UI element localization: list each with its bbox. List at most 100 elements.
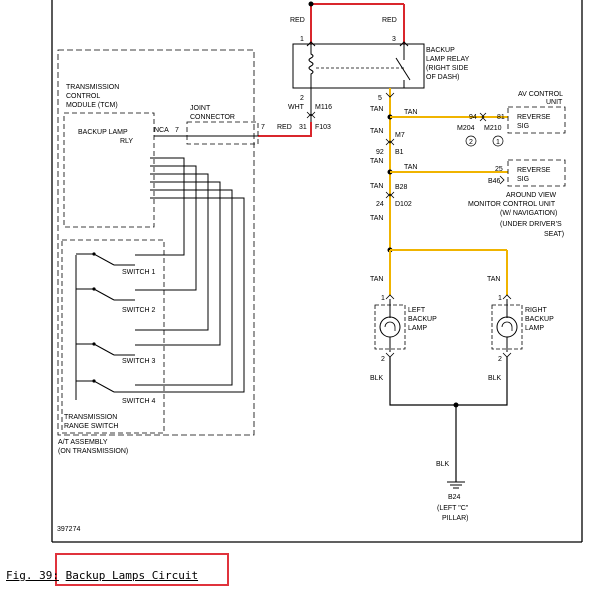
switch-3-label: SWITCH 3 xyxy=(122,358,156,365)
diagram-id: 397274 xyxy=(57,526,80,533)
avm-wire-color: TAN xyxy=(404,164,417,171)
transmission-range-switch: SWITCH 1 SWITCH 2 SWITCH 3 SWITCH 4 TRAN… xyxy=(61,239,165,434)
switch-2-label: SWITCH 2 xyxy=(122,307,156,314)
relay-box xyxy=(292,43,425,89)
left-lamp-bulb xyxy=(379,316,401,338)
relay-wire-top-left: RED xyxy=(290,17,305,24)
switch-3: SWITCH 3 xyxy=(76,342,156,365)
connector-m7: M7 xyxy=(395,132,405,139)
switch-1: SWITCH 1 xyxy=(76,252,156,276)
tcm-outline xyxy=(57,49,255,436)
left-lamp-wire-top: TAN xyxy=(370,276,383,283)
switch-4: SWITCH 4 xyxy=(76,379,156,405)
avm-title-3: (W/ NAVIGATION) xyxy=(500,210,557,217)
range-switch-label-2: RANGE SWITCH xyxy=(64,423,118,430)
av-pin-94: 94 xyxy=(469,114,477,121)
left-backup-lamp: 1 2 LEFT BACKUP LAMP xyxy=(374,294,437,363)
av-control-unit: TAN 94 81 M204 M210 2 1 AV CONTROL UNIT … xyxy=(390,91,566,147)
left-lamp-pin-2: 2 xyxy=(381,356,385,363)
avm-title-4: (UNDER DRIVER'S xyxy=(500,221,562,228)
av-title-1: AV CONTROL xyxy=(518,91,563,98)
range-switch-label-1: TRANSMISSION xyxy=(64,414,117,421)
at-assembly-label-2: (ON TRANSMISSION) xyxy=(58,448,128,455)
left-lamp-label-3: LAMP xyxy=(408,325,427,332)
relay-name-line-4: OF DASH) xyxy=(426,74,459,81)
right-lamp-label-3: LAMP xyxy=(525,325,544,332)
tcm-pin-label: NCA xyxy=(154,127,169,134)
av-pin-81: 81 xyxy=(497,114,505,121)
jc-title-line-2: CONNECTOR xyxy=(190,114,235,121)
ground-symbol xyxy=(447,481,465,489)
switch-2: SWITCH 2 xyxy=(76,287,156,314)
tan-wire-3: TAN xyxy=(370,158,383,165)
figure-title: Backup Lamps Circuit xyxy=(65,569,199,582)
relay-name-line-1: BACKUP xyxy=(426,47,455,54)
figure-caption: Fig. 39: Backup Lamps Circuit xyxy=(6,569,198,582)
right-lamp-bulb xyxy=(496,316,518,338)
tan-wire-2: TAN xyxy=(370,128,383,135)
tcm-title-line-3: MODULE (TCM) xyxy=(66,102,118,109)
right-lamp-pin-2: 2 xyxy=(498,356,502,363)
pin-24: 24 xyxy=(376,201,384,208)
avm-sig-2: SIG xyxy=(517,176,529,183)
jc-to-relay-red-wire xyxy=(258,122,312,137)
av-sig-1: REVERSE xyxy=(517,114,551,121)
connector-m204: M204 xyxy=(457,125,475,132)
relay-pin-2: 2 xyxy=(300,95,304,102)
switch-4-label: SWITCH 4 xyxy=(122,398,156,405)
tan-wire-chain: TAN TAN M7 92 B1 TAN TAN B28 24 D102 TAN xyxy=(370,88,412,253)
right-backup-lamp: 1 2 RIGHT BACKUP LAMP xyxy=(491,294,554,363)
tan-wire-1: TAN xyxy=(370,106,383,113)
left-lamp-wire-bottom: BLK xyxy=(370,375,384,382)
connector-b28: B28 xyxy=(395,184,408,191)
tcm-backup-lamp-rly-2: RLY xyxy=(120,138,133,145)
av-title-2: UNIT xyxy=(546,99,563,106)
avm-title-5: SEAT) xyxy=(544,231,564,238)
left-lamp-pin-1: 1 xyxy=(381,295,385,302)
avm-pin-25: 25 xyxy=(495,166,503,173)
connector-d102: D102 xyxy=(395,201,412,208)
relay-pin-3: 3 xyxy=(392,36,396,43)
relay-name-line-3: (RIGHT SIDE xyxy=(426,65,469,72)
right-lamp-wire-top: TAN xyxy=(487,276,500,283)
avm-title-2: MONITOR CONTROL UNIT xyxy=(468,201,556,208)
tan-wire-4: TAN xyxy=(370,183,383,190)
jc-pin-31: 31 xyxy=(299,124,307,131)
ground-wire-color: BLK xyxy=(436,461,450,468)
switch-signal-wires xyxy=(135,157,245,393)
tcm-title-line-1: TRANSMISSION xyxy=(66,84,119,91)
tcm: TRANSMISSION CONTROL MODULE (TCM) BACKUP… xyxy=(57,49,255,436)
tcm-title-line-2: CONTROL xyxy=(66,93,100,100)
figure-number: Fig. 39: xyxy=(6,569,59,582)
ground-name: B24 xyxy=(448,494,461,501)
backup-lamp-relay: RED RED 1 3 BACKUP LAMP RELAY (RIGHT SID… xyxy=(290,1,470,102)
relay-name-line-2: LAMP RELAY xyxy=(426,56,470,63)
tan-wire-5: TAN xyxy=(370,215,383,222)
right-lamp-wire-bottom: BLK xyxy=(488,375,502,382)
connector-m116: M116 xyxy=(315,104,332,111)
right-lamp-label-2: BACKUP xyxy=(525,316,554,323)
left-lamp-label-1: LEFT xyxy=(408,307,426,314)
av-wire-color: TAN xyxy=(404,109,417,116)
relay-feed-junction xyxy=(308,1,314,7)
av-ref-2: 2 xyxy=(469,139,473,146)
caption-highlight-box xyxy=(55,553,229,586)
right-lamp-pin-1: 1 xyxy=(498,295,502,302)
tcm-backup-lamp-rly-1: BACKUP LAMP xyxy=(78,129,128,136)
connector-b46: B46 xyxy=(488,178,501,185)
relay-pin-5: 5 xyxy=(378,95,382,102)
relay-pin2-wire-color: WHT xyxy=(288,104,305,111)
switch-1-label: SWITCH 1 xyxy=(122,269,156,276)
jc-pin-out: 7 xyxy=(261,124,265,131)
connector-f103: F103 xyxy=(315,124,331,131)
av-ref-1: 1 xyxy=(496,139,500,146)
connector-m210: M210 xyxy=(484,125,502,132)
ground-circuit: BLK BLK BLK B24 (LEFT "C" PILLAR) xyxy=(370,357,508,522)
jc-out-wire-color: RED xyxy=(277,124,292,131)
ground-location-2: PILLAR) xyxy=(442,515,468,522)
tcm-pin-num: 7 xyxy=(175,127,179,134)
right-lamp-label-1: RIGHT xyxy=(525,307,548,314)
lamp-circuit: TAN TAN xyxy=(370,249,508,295)
connector-b1: B1 xyxy=(395,149,404,156)
